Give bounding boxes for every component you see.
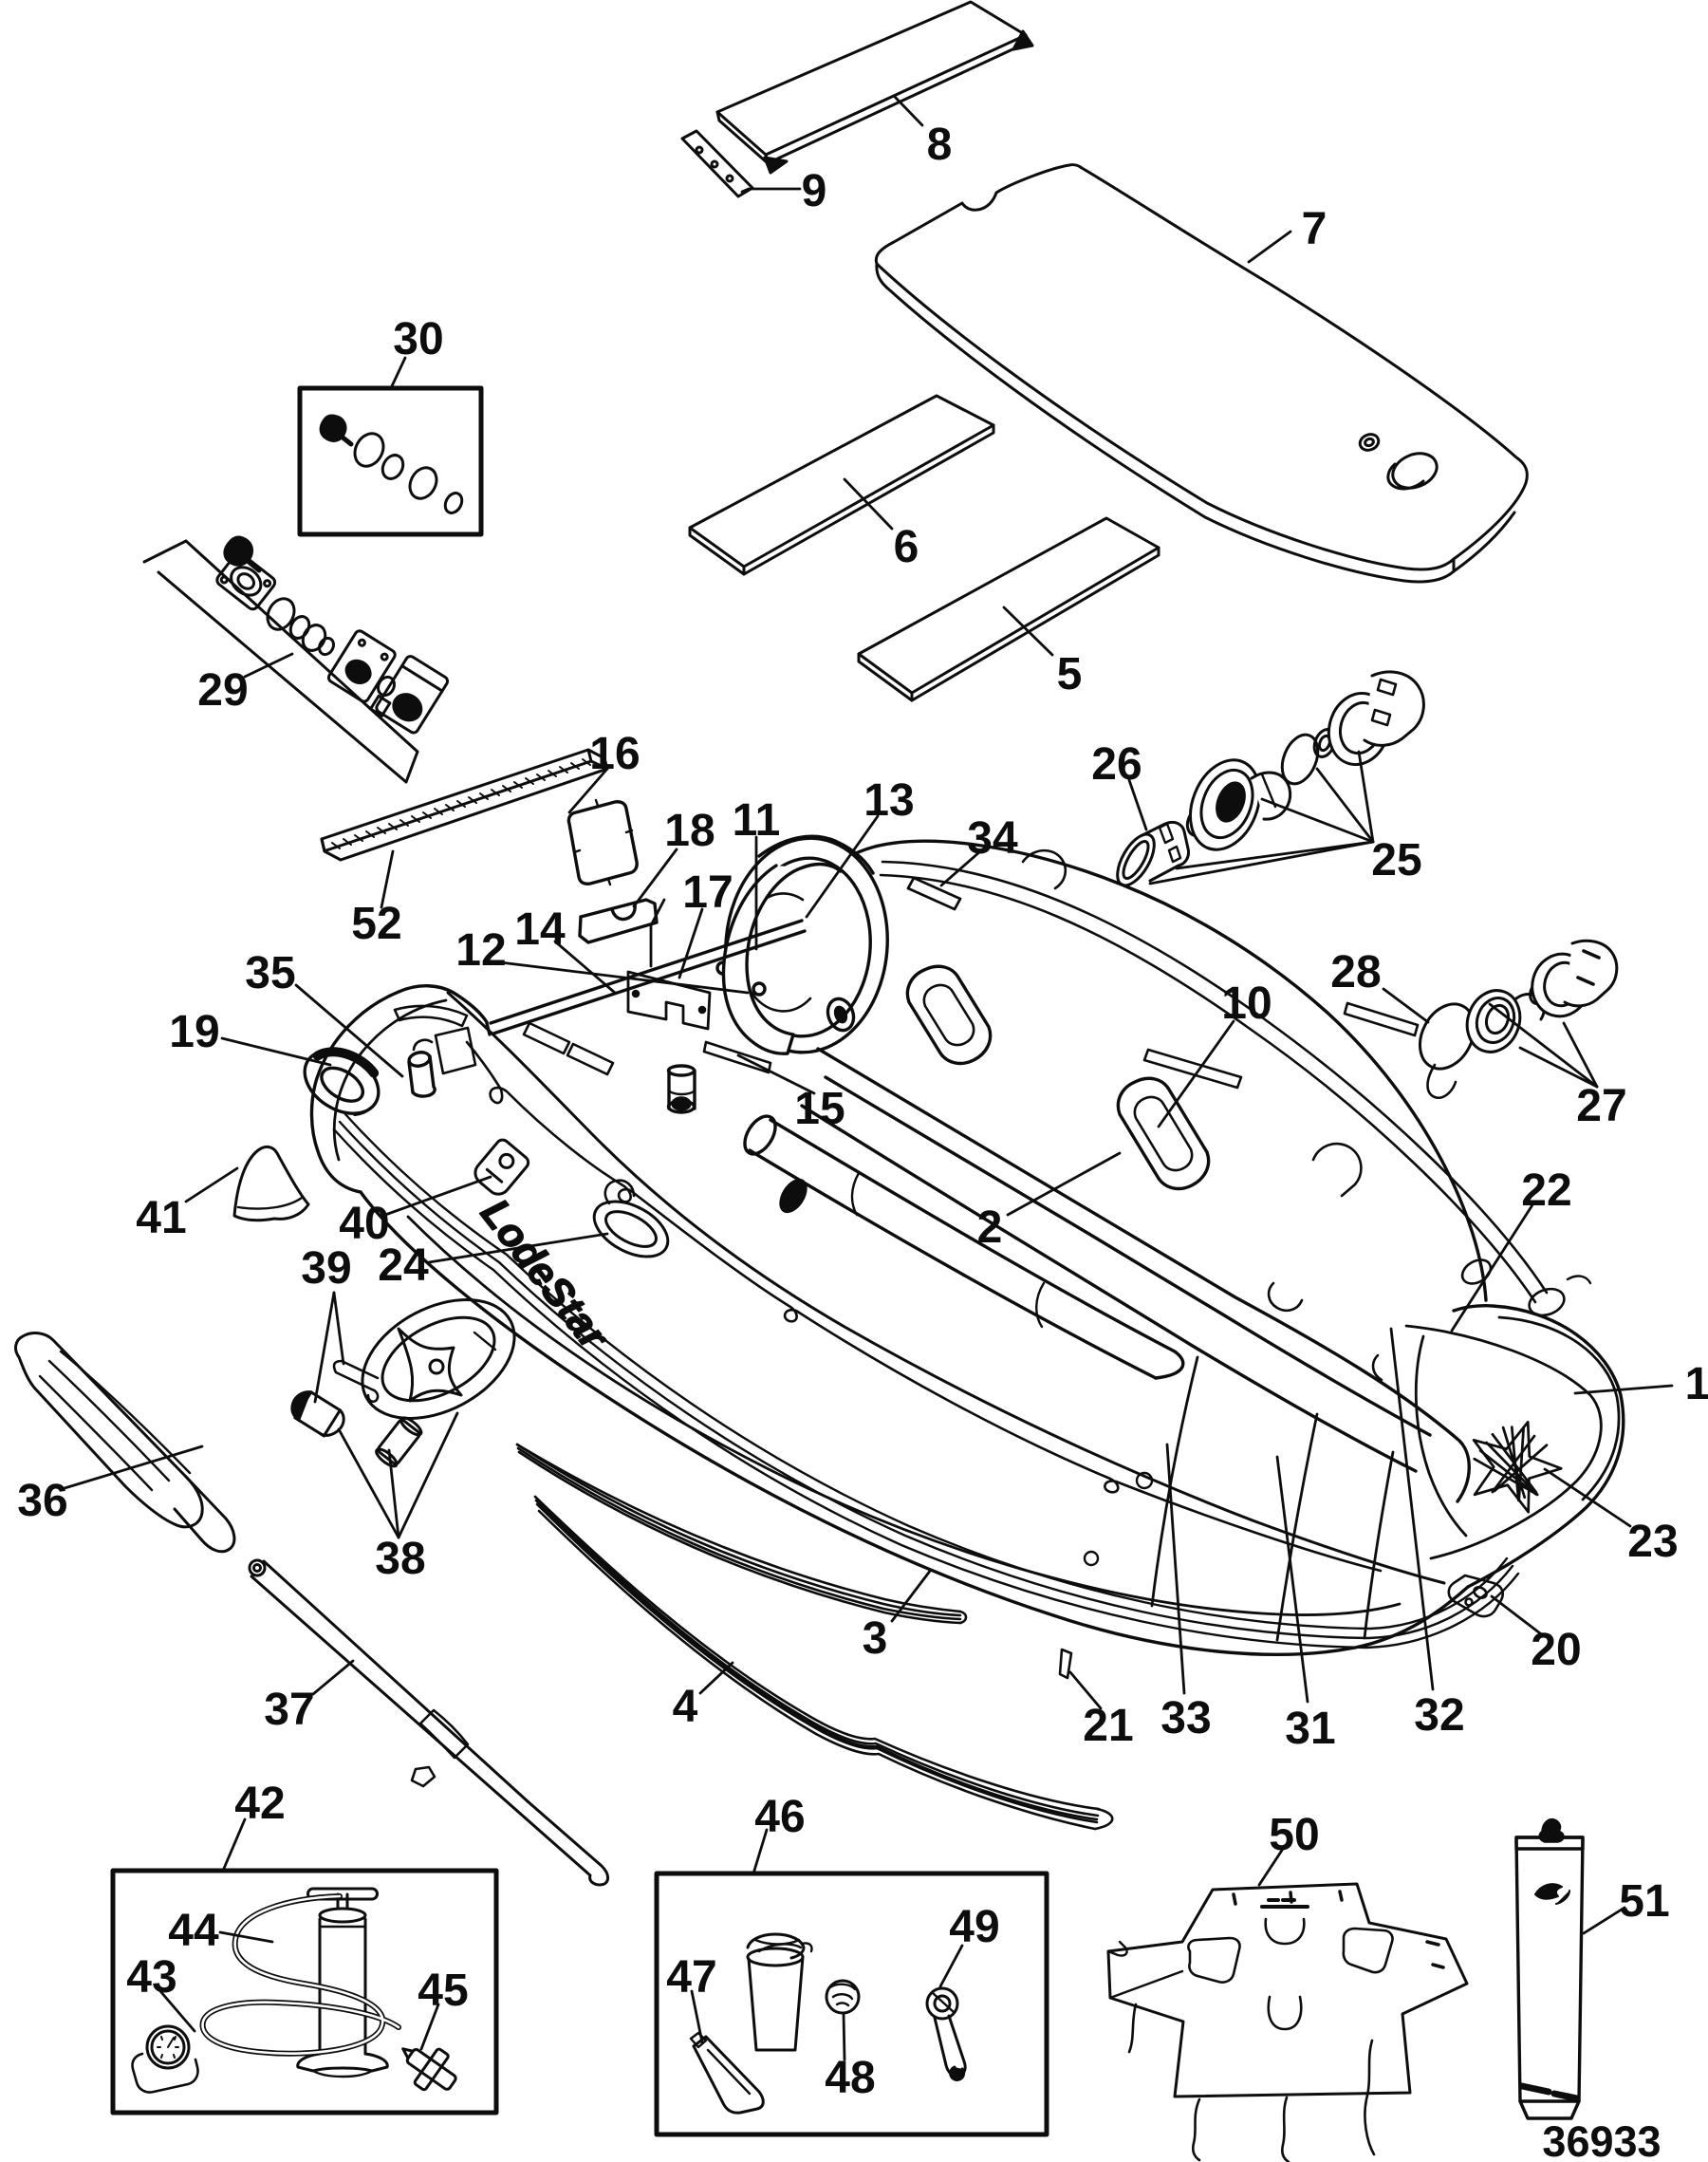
- svg-text:21: 21: [1083, 1701, 1133, 1751]
- svg-text:48: 48: [825, 2053, 875, 2103]
- svg-text:12: 12: [455, 925, 506, 976]
- svg-text:49: 49: [949, 1902, 999, 1952]
- svg-text:47: 47: [666, 1952, 716, 2003]
- svg-text:45: 45: [418, 1966, 468, 2016]
- svg-text:27: 27: [1576, 1081, 1626, 1131]
- svg-text:29: 29: [197, 665, 248, 716]
- svg-text:25: 25: [1371, 835, 1421, 885]
- svg-text:18: 18: [664, 806, 715, 856]
- svg-text:6: 6: [894, 522, 919, 572]
- svg-text:16: 16: [589, 729, 640, 779]
- svg-text:26: 26: [1091, 739, 1142, 790]
- svg-text:34: 34: [967, 813, 1018, 864]
- svg-text:31: 31: [1285, 1704, 1335, 1754]
- svg-text:23: 23: [1627, 1517, 1678, 1567]
- svg-text:22: 22: [1521, 1165, 1571, 1216]
- svg-text:51: 51: [1619, 1876, 1669, 1927]
- svg-text:32: 32: [1414, 1690, 1464, 1741]
- svg-text:30: 30: [393, 314, 443, 364]
- svg-text:36: 36: [17, 1476, 67, 1526]
- svg-text:50: 50: [1269, 1810, 1319, 1860]
- svg-text:40: 40: [339, 1199, 389, 1249]
- svg-text:5: 5: [1057, 649, 1083, 699]
- svg-text:13: 13: [863, 775, 914, 826]
- svg-text:52: 52: [351, 899, 401, 949]
- svg-text:35: 35: [245, 948, 295, 998]
- svg-text:14: 14: [514, 904, 566, 955]
- svg-text:15: 15: [794, 1084, 845, 1134]
- svg-text:43: 43: [126, 1952, 176, 2003]
- svg-text:42: 42: [234, 1779, 285, 1829]
- svg-text:11: 11: [733, 795, 781, 846]
- svg-text:33: 33: [1160, 1693, 1211, 1743]
- svg-text:10: 10: [1221, 978, 1272, 1029]
- svg-text:4: 4: [673, 1682, 698, 1732]
- svg-text:19: 19: [169, 1007, 219, 1057]
- svg-text:39: 39: [301, 1243, 351, 1294]
- svg-text:20: 20: [1531, 1625, 1581, 1675]
- svg-text:41: 41: [136, 1193, 186, 1243]
- svg-text:44: 44: [168, 1906, 219, 1956]
- svg-text:9: 9: [802, 166, 827, 216]
- svg-text:46: 46: [754, 1792, 805, 1842]
- svg-text:24: 24: [378, 1240, 429, 1291]
- svg-text:3: 3: [863, 1613, 888, 1664]
- svg-text:37: 37: [264, 1685, 314, 1735]
- svg-text:17: 17: [682, 867, 733, 918]
- svg-text:36933: 36933: [1542, 2117, 1661, 2162]
- svg-text:28: 28: [1330, 947, 1381, 997]
- svg-text:1: 1: [1685, 1359, 1708, 1409]
- svg-text:38: 38: [375, 1534, 425, 1584]
- svg-text:8: 8: [927, 120, 953, 170]
- svg-text:2: 2: [977, 1202, 1003, 1253]
- svg-text:7: 7: [1302, 204, 1327, 254]
